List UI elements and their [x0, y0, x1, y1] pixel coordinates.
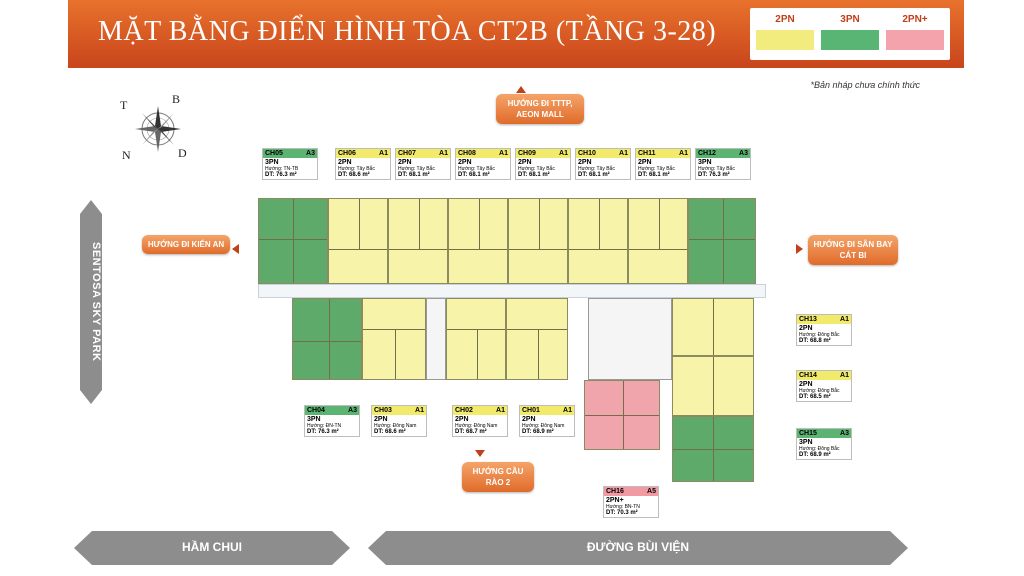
unit-ch02[interactable]: [446, 298, 506, 380]
unit-ch09[interactable]: [508, 198, 568, 284]
direction-left-badge: HƯỚNG ĐI KIẾN AN: [142, 235, 230, 254]
legend-swatch-3pn: [821, 30, 879, 50]
unit-ch10[interactable]: [568, 198, 628, 284]
legend-label-2pn-plus: 2PN+: [902, 14, 928, 25]
road-left-arrow-icon: [74, 531, 92, 565]
road-left-bar: [92, 531, 332, 565]
side-arrow-up-icon: [80, 200, 102, 214]
compass-rose-icon: T B N D: [118, 92, 198, 162]
road-left-label: HẦM CHUI: [182, 540, 242, 554]
unit-ch16[interactable]: [584, 380, 660, 450]
road-right-bar: [386, 531, 890, 565]
arrow-up-icon: [516, 86, 526, 93]
unit-ch04[interactable]: [292, 298, 362, 380]
unit-ch13[interactable]: [672, 298, 754, 356]
unit-ch03[interactable]: [362, 298, 426, 380]
legend-label-3pn: 3PN: [840, 14, 860, 25]
direction-right-badge: HƯỚNG ĐI SÂN BAY CÁT BI: [808, 235, 898, 265]
direction-top-badge: HƯỚNG ĐI TTTP, AEON MALL: [496, 94, 584, 124]
elevator-core: [588, 298, 672, 380]
side-arrow-down-icon: [80, 390, 102, 404]
page-title: MẶT BẰNG ĐIỂN HÌNH TÒA CT2B (TẦNG 3-28): [98, 16, 717, 47]
unit-ch06[interactable]: [328, 198, 388, 284]
unit-ch11[interactable]: [628, 198, 688, 284]
legend-swatch-2pn-plus: [886, 30, 944, 50]
unit-ch12[interactable]: [688, 198, 756, 284]
corridor: [258, 284, 766, 298]
floor-plan: [258, 198, 766, 520]
arrow-left-icon: [232, 244, 239, 254]
legend-label-2pn: 2PN: [775, 14, 795, 25]
unit-ch14[interactable]: [672, 356, 754, 416]
unit-ch05[interactable]: [258, 198, 328, 284]
compass-label-n: N: [122, 148, 131, 162]
draft-note: *Bản nháp chưa chính thức: [810, 80, 920, 90]
compass-label-b: B: [172, 92, 181, 106]
side-road-bar: [80, 214, 102, 390]
road-left-end-arrow-icon: [332, 531, 350, 565]
compass-label-d: D: [178, 146, 187, 160]
unit-ch15[interactable]: [672, 416, 754, 482]
road-right-arrow-icon: [368, 531, 386, 565]
direction-bottom-badge: HƯỚNG CẦU RÀO 2: [462, 462, 534, 492]
unit-ch08[interactable]: [448, 198, 508, 284]
legend-swatch-2pn: [756, 30, 814, 50]
stair-core: [426, 298, 446, 380]
legend: 2PN 3PN 2PN+: [750, 8, 950, 60]
arrow-down-icon: [475, 450, 485, 457]
unit-ch01[interactable]: [506, 298, 568, 380]
road-right-end-arrow-icon: [890, 531, 908, 565]
header-banner: MẶT BẰNG ĐIỂN HÌNH TÒA CT2B (TẦNG 3-28) …: [68, 0, 964, 68]
unit-ch07[interactable]: [388, 198, 448, 284]
road-right-label: ĐƯỜNG BÙI VIỆN: [586, 540, 690, 554]
compass-label-t: T: [120, 98, 128, 112]
side-label: SENTOSA SKY PARK: [90, 242, 102, 362]
arrow-right-icon: [796, 244, 803, 254]
